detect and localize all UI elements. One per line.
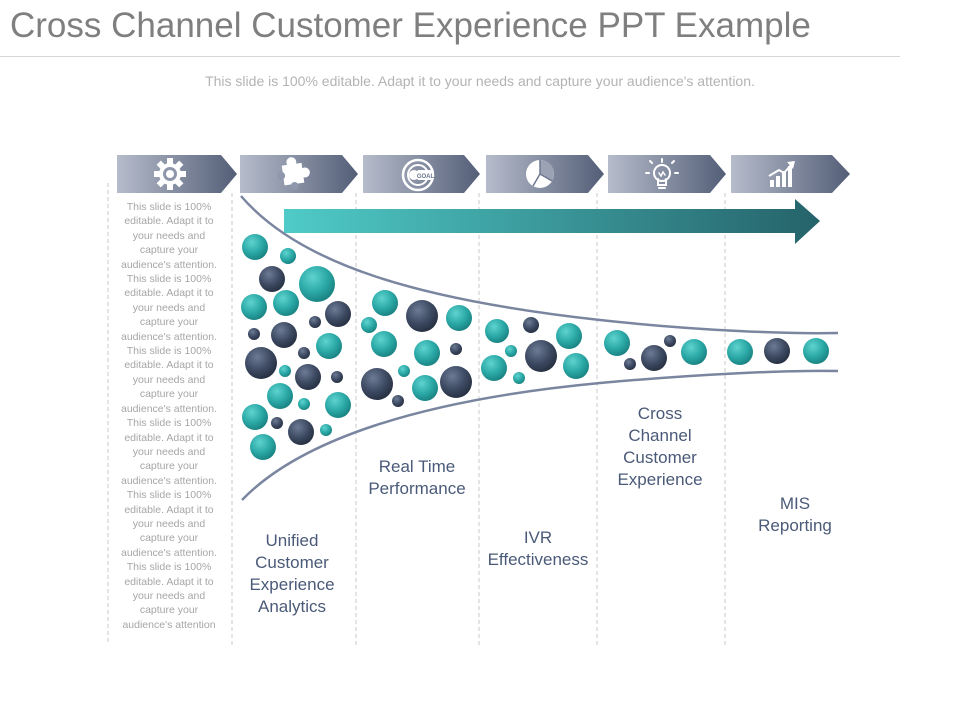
teal-bubble [681, 339, 707, 365]
navy-bubble [392, 395, 404, 407]
teal-bubble [371, 331, 397, 357]
navy-bubble [309, 316, 321, 328]
teal-bubble [242, 234, 268, 260]
navy-bubble [440, 366, 472, 398]
navy-bubble [525, 340, 557, 372]
navy-bubble [245, 347, 277, 379]
navy-bubble [331, 371, 343, 383]
gear-icon [154, 158, 186, 190]
goal-icon-text: GOAL [417, 174, 435, 180]
goal-icon: GOAL [401, 158, 435, 192]
teal-bubble [361, 317, 377, 333]
light-bulb-icon [645, 158, 679, 189]
navy-bubble [624, 358, 636, 370]
navy-bubble [406, 300, 438, 332]
teal-bubble [513, 372, 525, 384]
teal-bubble [446, 305, 472, 331]
teal-bubble [727, 339, 753, 365]
teal-bubble [298, 398, 310, 410]
column-separators [107, 183, 726, 645]
pie-chart-icon [526, 160, 554, 188]
teal-bubble [273, 290, 299, 316]
teal-bubble [316, 333, 342, 359]
teal-bubble [803, 338, 829, 364]
teal-bubble [299, 266, 335, 302]
teal-bubble [398, 365, 410, 377]
teal-bubble [320, 424, 332, 436]
navy-bubble [325, 301, 351, 327]
bubbles [241, 234, 829, 460]
teal-bubble [481, 355, 507, 381]
navy-bubble [295, 364, 321, 390]
navy-bubble [523, 317, 539, 333]
puzzle-icon [277, 157, 310, 191]
teal-bubble [485, 319, 509, 343]
stage-tabs [117, 155, 850, 193]
funnel-top-curve [240, 195, 839, 335]
navy-bubble [361, 368, 393, 400]
stage-label-3: IVR Effectiveness [487, 528, 589, 569]
teal-bubble [325, 392, 351, 418]
navy-bubble [259, 266, 285, 292]
teal-bubble [563, 353, 589, 379]
teal-bubble [604, 330, 630, 356]
teal-bubble [279, 365, 291, 377]
slide-title: Cross Channel Customer Experience PPT Ex… [10, 6, 811, 45]
teal-bubble [241, 294, 267, 320]
navy-bubble [298, 347, 310, 359]
stage-label-4: Cross Channel Customer Experience [617, 404, 703, 489]
stage-tab-5 [608, 155, 726, 193]
growth-chart-icon [768, 161, 795, 187]
teal-bubble [412, 375, 438, 401]
teal-bubble [250, 434, 276, 460]
navy-bubble [664, 335, 676, 347]
teal-bubble [414, 340, 440, 366]
teal-bubble [556, 323, 582, 349]
teal-bubble [267, 383, 293, 409]
navy-bubble [764, 338, 790, 364]
slide-subtitle: This slide is 100% editable. Adapt it to… [205, 73, 755, 89]
stage-label-5: MIS Reporting [758, 494, 832, 535]
stage-label-2: Real Time Performance [368, 457, 466, 498]
teal-bubble [242, 404, 268, 430]
navy-bubble [450, 343, 462, 355]
funnel-bottom-curve [241, 369, 839, 501]
navy-bubble [641, 345, 667, 371]
teal-bubble [505, 345, 517, 357]
navy-bubble [288, 419, 314, 445]
navy-bubble [248, 328, 260, 340]
navy-bubble [271, 322, 297, 348]
title-divider [0, 56, 900, 57]
side-description: This slide is 100% editable. Adapt it to… [121, 201, 217, 631]
progress-arrow [284, 199, 820, 244]
navy-bubble [271, 417, 283, 429]
stage-label-1: Unified Customer Experience Analytics [249, 531, 335, 616]
teal-bubble [372, 290, 398, 316]
teal-bubble [280, 248, 296, 264]
